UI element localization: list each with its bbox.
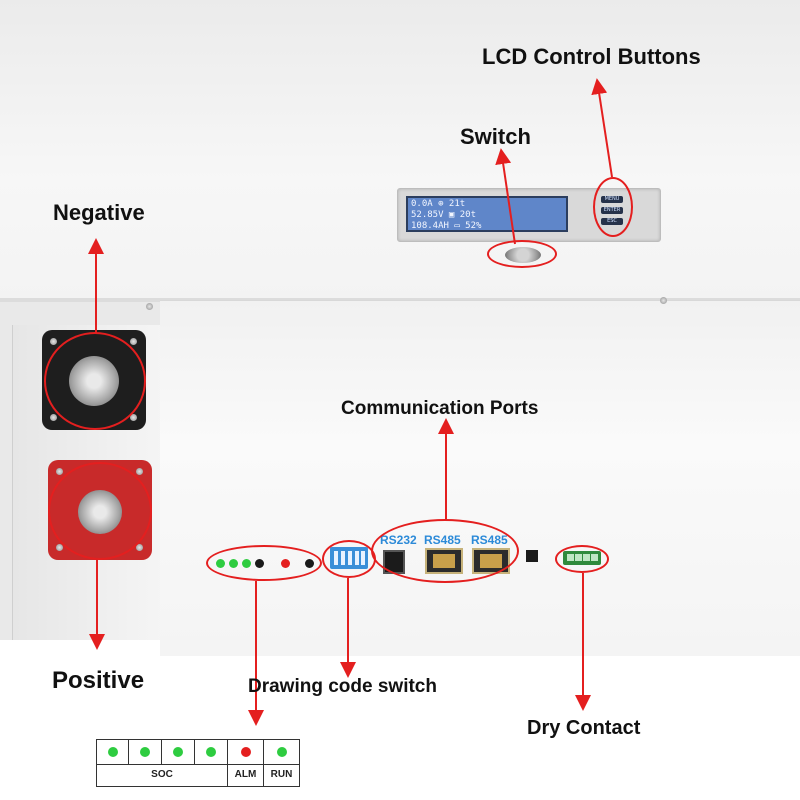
terminal-screw [56, 544, 63, 551]
terminal-screw [56, 468, 63, 475]
negative-label: Negative [53, 200, 145, 225]
battery-front-panel [160, 300, 800, 656]
communication-ports-label: Communication Ports [341, 398, 539, 419]
terminal-screw [130, 414, 137, 421]
legend-cell [162, 740, 195, 764]
legend-run-label: RUN [270, 769, 293, 780]
legend-cell [264, 740, 299, 764]
panel-screw [660, 297, 667, 304]
drawing-code-switch-label: Drawing code switch [248, 676, 437, 697]
led-highlight-ring [206, 545, 322, 581]
switch-highlight-ring [487, 240, 557, 268]
legend-cell [97, 740, 129, 764]
lcd-screen: 0.0A ⊕ 21t 52.85V ▣ 20t 108.4AH ▭ 52% [406, 196, 568, 232]
battery-top-surface [0, 0, 800, 300]
legend-led-dot [206, 747, 216, 757]
arrow-lcd-buttons [591, 78, 613, 178]
terminal-screw [130, 338, 137, 345]
legend-led-dot [107, 747, 118, 757]
terminal-screw [50, 414, 57, 421]
legend-led-row [97, 740, 299, 765]
legend-alm-label: ALM [228, 764, 264, 786]
terminal-screw [50, 338, 57, 345]
panel-screw [146, 303, 153, 310]
lcd-line-2: 52.85V ▣ 20t [411, 210, 477, 220]
dry-contact-highlight-ring [555, 545, 609, 573]
reset-port[interactable] [526, 550, 538, 562]
legend-led-dot [240, 747, 251, 757]
legend-cell [195, 740, 228, 764]
dry-contact-label: Dry Contact [527, 717, 641, 739]
positive-label: Positive [52, 667, 145, 694]
legend-led-dot [276, 747, 287, 757]
legend-led-dot [140, 747, 150, 757]
lcd-line-3: 108.4AH ▭ 52% [411, 221, 482, 231]
legend-label-row: SOC ALM RUN [97, 764, 299, 786]
legend-cell [228, 740, 264, 764]
legend-led-dot [173, 747, 183, 757]
ports-highlight-ring [371, 519, 519, 583]
lcd-buttons-highlight-ring [593, 177, 633, 237]
led-legend-table: SOC ALM RUN [96, 739, 300, 787]
terminal-screw [136, 468, 143, 475]
switch-label: Switch [460, 124, 531, 149]
lcd-line-1: 0.0A ⊕ 21t [411, 199, 466, 209]
legend-soc-label: SOC [97, 764, 228, 786]
legend-cell [129, 740, 162, 764]
terminal-screw [136, 544, 143, 551]
lcd-control-buttons-label: LCD Control Buttons [482, 44, 701, 69]
positive-highlight-ring [48, 462, 152, 560]
arrow-switch [495, 148, 516, 245]
